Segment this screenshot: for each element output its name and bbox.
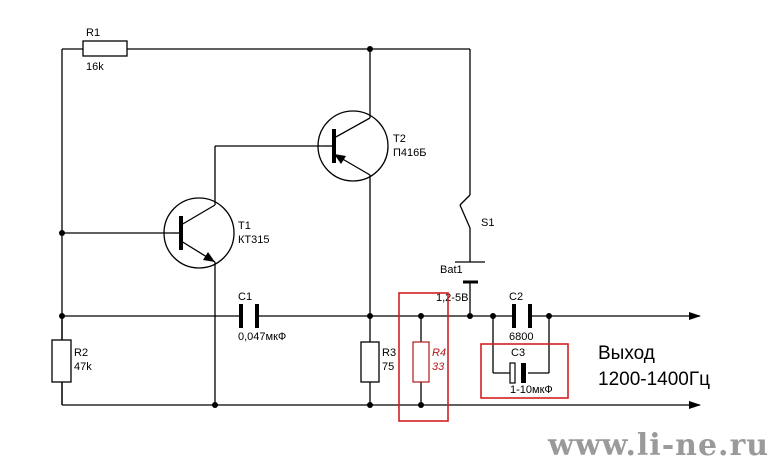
junction-dots bbox=[59, 46, 552, 408]
r1-ref: R1 bbox=[86, 27, 100, 39]
capacitor-c1 bbox=[239, 304, 259, 328]
c2-ref: C2 bbox=[509, 291, 523, 303]
r3-value: 75 bbox=[382, 361, 394, 373]
resistor-r3 bbox=[360, 341, 380, 383]
c2-value: 6800 bbox=[509, 331, 533, 343]
battery-bat1 bbox=[455, 261, 485, 284]
c1-value: 0,047мкФ bbox=[238, 331, 286, 343]
c3-ref: C3 bbox=[511, 347, 525, 359]
watermark: www.li-ne.ru bbox=[547, 428, 769, 463]
transistor-t1 bbox=[163, 197, 235, 269]
t1-ref: T1 bbox=[238, 220, 251, 232]
output-range: 1200-1400Гц bbox=[598, 369, 710, 390]
resistor-r4 bbox=[412, 341, 430, 383]
s1-ref: S1 bbox=[481, 217, 494, 229]
switch-s1 bbox=[459, 194, 471, 229]
output-title: Выход bbox=[598, 343, 655, 364]
capacitor-c2 bbox=[512, 304, 532, 328]
resistor-r1 bbox=[82, 40, 128, 57]
r4-ref: R4 bbox=[432, 347, 446, 359]
t2-value: П416Б bbox=[393, 147, 426, 159]
r2-ref: R2 bbox=[74, 347, 88, 359]
bat1-ref: Bat1 bbox=[440, 264, 463, 276]
resistor-r2 bbox=[51, 339, 72, 383]
c1-ref: C1 bbox=[238, 291, 252, 303]
r2-value: 47k bbox=[74, 361, 92, 373]
t1-value: КТ315 bbox=[238, 234, 269, 246]
capacitor-c3 bbox=[509, 362, 526, 384]
r3-ref: R3 bbox=[382, 347, 396, 359]
transistor-t2 bbox=[317, 110, 389, 182]
c3-value: 1-10мкФ bbox=[510, 384, 553, 396]
r4-value: 33 bbox=[432, 361, 445, 373]
t2-ref: T2 bbox=[393, 133, 406, 145]
highlight-box-c3 bbox=[480, 343, 569, 399]
highlight-box-r4 bbox=[398, 292, 449, 422]
r1-value: 16k bbox=[86, 61, 104, 73]
bat1-value: 1,2-5В bbox=[436, 292, 468, 304]
